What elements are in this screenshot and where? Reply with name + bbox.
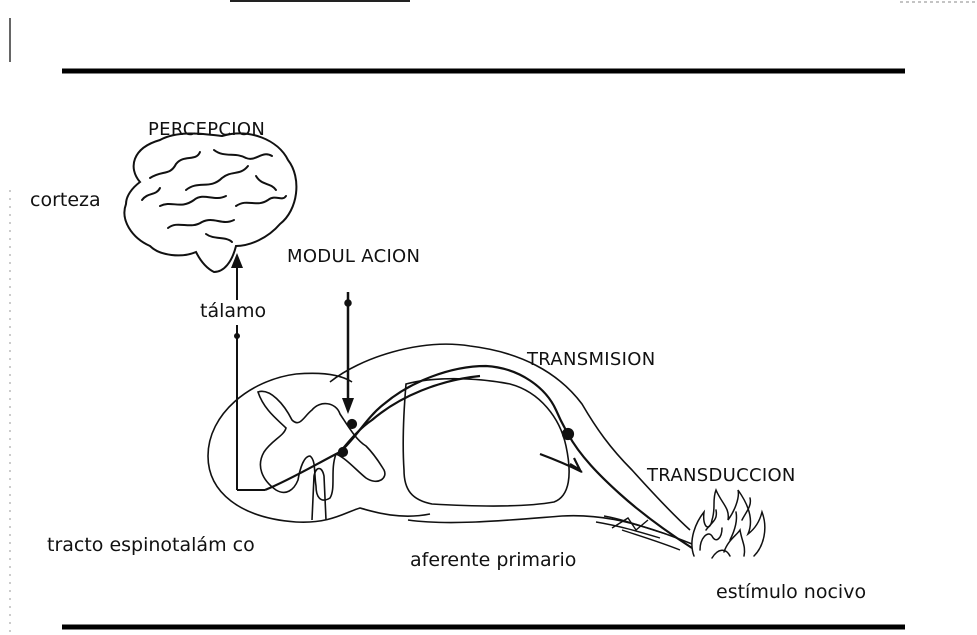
primary-afferent-label: aferente primario: [410, 551, 576, 570]
spinothalamic-tract-label: tracto espinotalám co: [47, 536, 255, 555]
afferent-fiber: [265, 366, 692, 548]
thalamus-arrow: [231, 253, 265, 490]
modulation-label: MODUL ACION: [287, 248, 420, 266]
noxious-stimulus-label: estímulo nocivo: [716, 583, 866, 602]
modulation-arrow: [342, 292, 354, 414]
cortex-label: corteza: [30, 191, 101, 210]
transduction-label: TRANSDUCCION: [647, 467, 796, 485]
perception-label: PERCEPCION: [148, 121, 265, 139]
thalamus-label: tálamo: [200, 302, 266, 321]
brain-icon: [124, 133, 296, 272]
transmission-label: TRANSMISION: [527, 351, 655, 369]
flame-icon: [692, 490, 765, 558]
primary-afferent-bundle: [596, 516, 680, 550]
